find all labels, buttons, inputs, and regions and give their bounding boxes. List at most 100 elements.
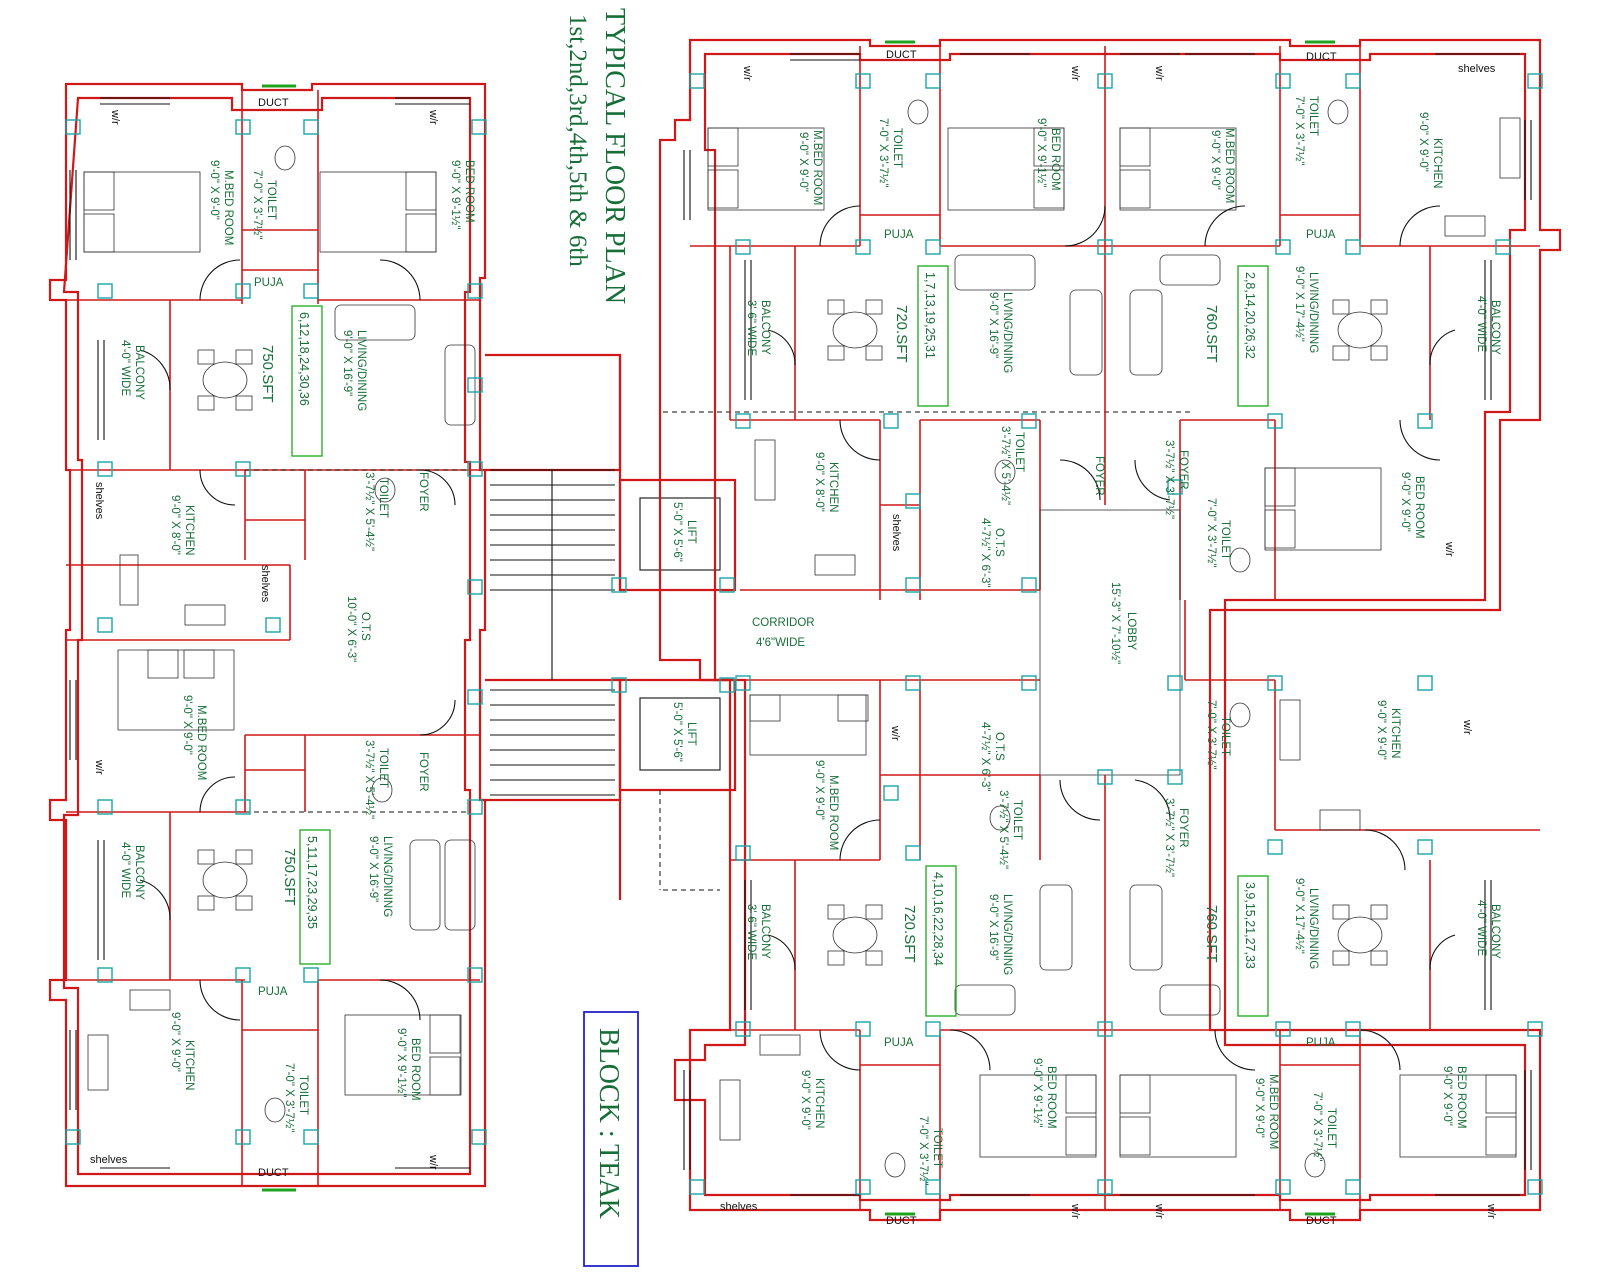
wr-label-ru4: w/r	[1443, 541, 1455, 557]
living-label-ru2: LIVING/DINING	[1307, 272, 1319, 353]
m-bed-room-size-l2: 9'-0" X 9'-0"	[181, 695, 193, 755]
foyer-label-ru2: FOYER	[1177, 450, 1189, 490]
flat-3-group: 3,9,15,21,27,33 760.SFT	[1203, 875, 1269, 1017]
wr-label-rl1: w/r	[889, 725, 901, 741]
bed-room-size-rl2: 9'-0" X 9'-0"	[1441, 1066, 1453, 1126]
corridor-label: CORRIDOR	[752, 617, 815, 629]
m-bed-room-size-ru1: 9'-0" X 9'-0"	[797, 132, 809, 192]
m-bed-room-size-l1: 9'-0" X 9'-0"	[208, 160, 220, 220]
flat-5-group: 5,11,17,23,29,35 750.SFT	[281, 829, 331, 965]
flat-area-3: 760.SFT	[1203, 905, 1220, 963]
duct-label-rl1: DUCT	[886, 1215, 917, 1227]
foyer-size-ru2: 3'-7½" X 3'-7½"	[1163, 440, 1175, 519]
wr-label-rl5: w/r	[1485, 1203, 1497, 1219]
foyer-label-rl1: FOYER	[1177, 808, 1189, 848]
toilet-size-ru3: 3'-7½" X 5'-4½"	[999, 426, 1011, 505]
duct-label-left-bottom: DUCT	[258, 1167, 289, 1179]
m-bed-room-size-rl1: 9'-0" X 9'-0"	[813, 760, 825, 820]
flat-area-4: 720.SFT	[901, 905, 918, 963]
wr-label-ru2: w/r	[1069, 65, 1081, 81]
foyer-label-l2: FOYER	[417, 752, 429, 792]
kitchen-label-l1: KITCHEN	[183, 505, 195, 555]
flat-6-group: 6,12,18,24,30,36 750.SFT	[259, 305, 323, 457]
living-label-rl1: LIVING/DINING	[1001, 894, 1013, 975]
right-lower-labels: w/r M.BED ROOM 9'-0" X 9'-0" O.T.S 4'-7½…	[720, 700, 1501, 1227]
kitchen-label-rl2: KITCHEN	[813, 1078, 825, 1128]
m-bed-room-label-l2: M.BED ROOM	[195, 705, 207, 780]
core-labels: LIFT 5'-0" X 5'-6" LIFT 5'-0" X 5'-6" CO…	[671, 502, 1137, 762]
m-bed-room-label-rl1: M.BED ROOM	[827, 775, 839, 850]
bed-room-size-rl1: 9'-0" X 9'-1½"	[1031, 1058, 1043, 1127]
kitchen-label-ru1: KITCHEN	[1431, 138, 1443, 188]
ots-label-lower: O.T.S	[993, 732, 1005, 761]
duct-label-ru2: DUCT	[1306, 51, 1337, 63]
toilet-size-rl1: 3'-7½" X 5'-4½"	[997, 790, 1009, 869]
puja-label-rl1: PUJA	[884, 1037, 914, 1049]
ots-label-upper: O.T.S	[993, 528, 1005, 557]
duct-label-left-top: DUCT	[258, 97, 289, 109]
toilet-label-ru4: TOILET	[1219, 520, 1231, 560]
kitchen-size-ru1: 9'-0" X 9'-0"	[1417, 112, 1429, 172]
living-size-ru1: 9'-0" X 16'-9"	[987, 292, 999, 358]
lift-label-upper: LIFT	[685, 520, 697, 544]
bed-room-size-l1: 9'-0" X 9'-1½"	[449, 160, 461, 229]
kitchen-label-ru2: KITCHEN	[827, 462, 839, 512]
balcony-label-rl1: BALCONY	[759, 904, 771, 959]
lobby-size: 15'-3" X 7'-10½"	[1109, 582, 1121, 664]
balcony-label-l2: BALCONY	[133, 845, 145, 900]
right-wing	[658, 38, 1562, 1222]
flat-area-5: 750.SFT	[281, 848, 298, 906]
bed-room-label-ru1: BED ROOM	[1049, 128, 1061, 191]
toilet-size-l2: 3'-7½" X 5'-4½"	[363, 472, 375, 551]
lift-size-upper: 5'-0" X 5'-6"	[671, 502, 683, 562]
toilet-label-l1: TOILET	[265, 180, 277, 220]
wr-label-lt2: w/r	[427, 109, 439, 125]
living-label-l1: LIVING/DINING	[355, 330, 367, 411]
balcony-label-ru2: BALCONY	[1489, 300, 1501, 355]
living-size-l2: 9'-0" X 16'-9"	[367, 836, 379, 902]
kitchen-size-l1: 9'-0" X 8'-0"	[169, 495, 181, 555]
lift-label-lower: LIFT	[685, 722, 697, 746]
shelves-label-l1: shelves	[93, 482, 105, 520]
plan-title-group: TYPICAL FLOOR PLAN 1st,2nd,3rd,4th,5th &…	[564, 8, 630, 304]
living-label-l2: LIVING/DINING	[381, 836, 393, 917]
block-label: BLOCK : TEAK	[593, 1028, 624, 1219]
shelves-label-l3: shelves	[90, 1154, 128, 1166]
ots-size-center: 10'-0" X 6'-3"	[345, 596, 357, 662]
bed-room-size-l2: 9'-0" X 9'-1½"	[395, 1028, 407, 1097]
living-size-ru2: 9'-0" X 17'-4½"	[1293, 266, 1305, 342]
kitchen-size-ru2: 9'-0" X 8'-0"	[813, 452, 825, 512]
flat-1-group: 1,7,13,19,25,31 720.SFT	[893, 265, 949, 407]
wr-label-lt1: w/r	[109, 109, 121, 125]
plan-title: TYPICAL FLOOR PLAN	[599, 8, 630, 304]
left-wing-labels: DUCT w/r w/r M.BED ROOM 9'-0" X 9'-0" TO…	[90, 97, 475, 1179]
kitchen-size-rl2: 9'-0" X 9'-0"	[799, 1070, 811, 1130]
m-bed-room-size-ru2: 9'-0" X 9'-0"	[1209, 130, 1221, 190]
toilet-label-ru3: TOILET	[1013, 432, 1025, 472]
stair-core	[485, 353, 1190, 900]
puja-label-l1: PUJA	[254, 277, 284, 289]
living-size-l1: 9'-0" X 16'-9"	[341, 330, 353, 396]
toilet-label-l3: TOILET	[377, 748, 389, 788]
puja-label-ru1: PUJA	[884, 229, 914, 241]
foyer-label-ru1: FOYER	[1093, 456, 1105, 496]
flat-numbers-1: 1,7,13,19,25,31	[923, 272, 937, 359]
flat-numbers-2: 2,8,14,20,26,32	[1243, 272, 1257, 359]
flat-2-group: 2,8,14,20,26,32 760.SFT	[1203, 265, 1269, 407]
toilet-label-ru2: TOILET	[1307, 96, 1319, 136]
m-bed-room-label-ru2: M.BED ROOM	[1223, 128, 1235, 203]
toilet-size-ru1: 7'-0" X 3'-7½"	[877, 118, 889, 187]
wr-label-lb: w/r	[427, 1154, 439, 1170]
shelves-label-rl: shelves	[720, 1201, 758, 1213]
flat-4-group: 4,10,16,22,28,34 720.SFT	[901, 865, 957, 1017]
bed-room-label-rl2: BED ROOM	[1455, 1066, 1467, 1129]
bed-room-size-ru1: 9'-0" X 9'-1½"	[1035, 118, 1047, 187]
balcony-size-l2: 4'-0" WIDE	[119, 842, 131, 898]
wr-label-l3: w/r	[93, 759, 105, 775]
living-size-rl2: 9'-0" X 17'-4½"	[1293, 878, 1305, 954]
bed-room-label-rl1: BED ROOM	[1045, 1066, 1057, 1129]
right-upper-labels: DUCT DUCT shelves w/r w/r w/r M.BED ROOM…	[741, 49, 1501, 587]
wr-label-ru3: w/r	[1153, 65, 1165, 81]
bed-room-label-ru2: BED ROOM	[1413, 476, 1425, 539]
